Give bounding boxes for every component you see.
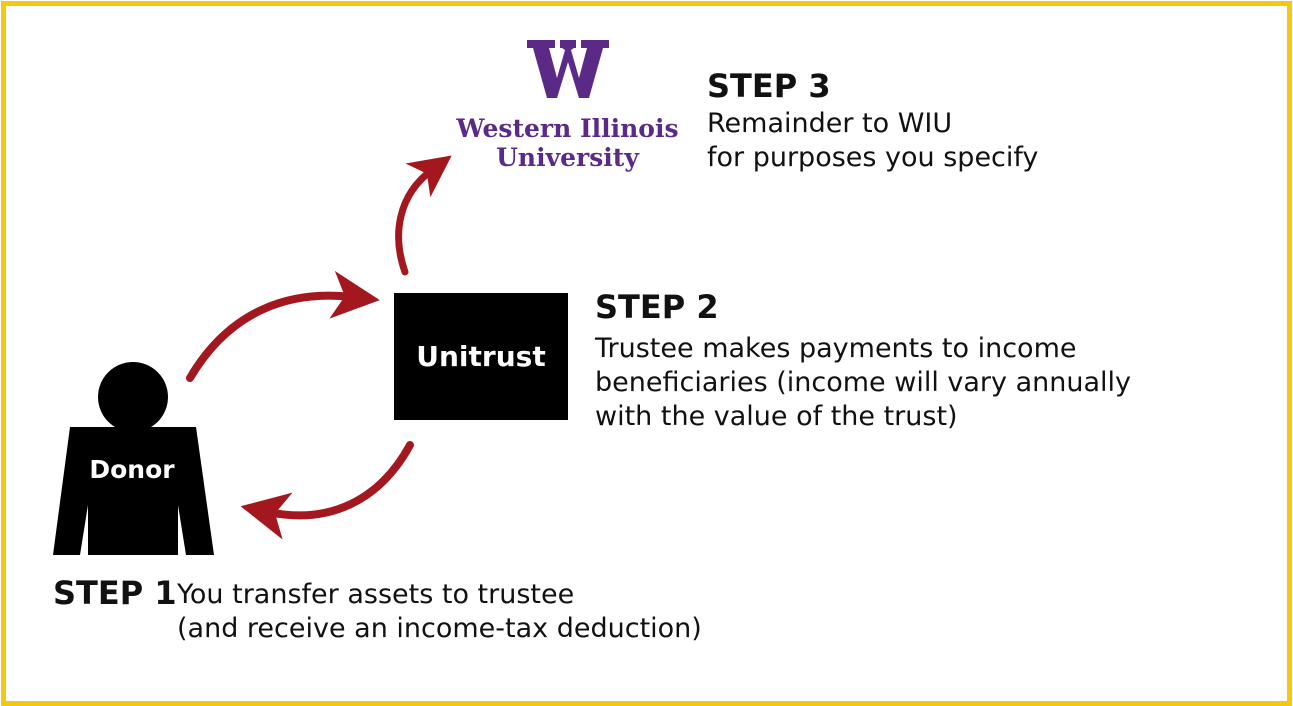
step3-title: STEP 3 xyxy=(707,67,831,105)
step3-line2: for purposes you specify xyxy=(707,142,1039,173)
wiu-logo: Western Illinois University xyxy=(455,40,680,172)
donor-label: Donor xyxy=(89,455,175,484)
step1-line1: You transfer assets to trustee xyxy=(177,579,575,610)
step1-line2: (and receive an income-tax deduction) xyxy=(177,613,702,644)
wiu-name-line1: Western Illinois xyxy=(456,114,679,143)
step3-line1: Remainder to WIU xyxy=(707,108,953,139)
person-icon xyxy=(53,362,214,555)
step2-description: Trustee makes payments to income benefic… xyxy=(595,332,1131,434)
arrow-unitrust-to-donor xyxy=(240,441,414,540)
step3-description: Remainder to WIU for purposes you specif… xyxy=(707,107,1038,175)
step1-title: STEP 1 xyxy=(53,574,177,612)
wiu-name-line2: University xyxy=(496,143,639,172)
step2-line3: with the value of the trust) xyxy=(595,401,958,432)
donor-figure: Donor xyxy=(50,360,220,560)
step2-line1: Trustee makes payments to income xyxy=(595,333,1077,364)
arrow-donor-to-unitrust xyxy=(186,270,380,382)
unitrust-label: Unitrust xyxy=(416,340,546,373)
step2-line2: beneficiaries (income will vary annually xyxy=(595,367,1132,398)
arrow-unitrust-to-wiu xyxy=(395,155,452,276)
step1-description: You transfer assets to trustee (and rece… xyxy=(177,578,702,646)
wiu-w-mark xyxy=(526,40,609,98)
wiu-name: Western Illinois University xyxy=(455,114,680,172)
unitrust-box: Unitrust xyxy=(394,293,568,420)
step2-title: STEP 2 xyxy=(595,288,719,326)
